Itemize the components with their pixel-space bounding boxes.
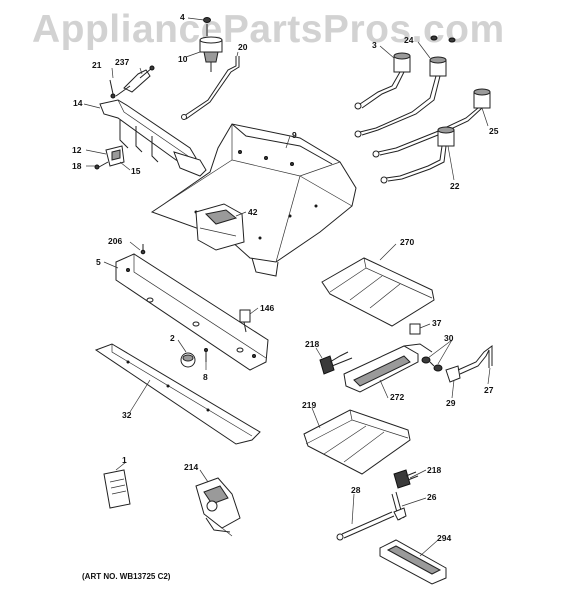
- callout-4: 4: [180, 12, 185, 22]
- callout-219: 219: [302, 400, 317, 410]
- part-4-screw: [203, 17, 211, 23]
- callout-12: 12: [72, 145, 82, 155]
- callout-272: 272: [390, 392, 405, 402]
- part-272-burner: [343, 343, 433, 393]
- watermark-logo: AppliancePartsPros.com: [32, 8, 505, 51]
- part-14-manifold: [99, 69, 207, 177]
- callout-37: 37: [432, 318, 442, 328]
- callout-1: 1: [122, 455, 127, 465]
- callout-30: 30: [444, 333, 454, 343]
- art-number: (ART NO. WB13725 C2): [82, 572, 171, 581]
- part-206-screw: [140, 244, 146, 255]
- part-237-fitting: [139, 65, 155, 79]
- callout-21: 21: [92, 60, 102, 70]
- part-1-literature: [103, 469, 131, 509]
- part-27-tube: [457, 345, 493, 375]
- callout-146: 146: [260, 303, 275, 313]
- callout-8: 8: [203, 372, 208, 382]
- part-270-panel: [321, 257, 435, 327]
- part-8-screw: [204, 348, 208, 362]
- part-29-orifice: [445, 365, 461, 383]
- callout-24: 24: [404, 35, 414, 45]
- callout-15: 15: [131, 166, 141, 176]
- callout-5: 5: [96, 257, 101, 267]
- part-5-panel: [115, 253, 269, 371]
- part-30-fittings: [421, 356, 443, 372]
- part-21-screw: [109, 79, 116, 99]
- part-219-shield: [303, 409, 411, 475]
- part-37-clip: [409, 323, 421, 335]
- part-22-valve: [380, 126, 455, 184]
- part-146-clip: [239, 309, 251, 333]
- callout-28: 28: [351, 485, 361, 495]
- callout-206: 206: [108, 236, 123, 246]
- part-20-tube: [181, 56, 240, 120]
- part-218-harness-upper: [319, 351, 353, 375]
- callout-25: 25: [489, 126, 499, 136]
- callout-3: 3: [372, 40, 377, 50]
- callout-29: 29: [446, 398, 456, 408]
- callout-9: 9: [292, 130, 297, 140]
- callout-14: 14: [73, 98, 83, 108]
- callout-10: 10: [178, 54, 188, 64]
- callout-214: 214: [184, 462, 199, 472]
- callout-294: 294: [437, 533, 452, 543]
- part-24-valve: [354, 35, 456, 138]
- part-10-valve: [199, 24, 223, 72]
- leader-lines: [83, 17, 491, 557]
- callout-218-lower: 218: [427, 465, 442, 475]
- callout-218-upper: 218: [305, 339, 320, 349]
- callout-18: 18: [72, 161, 82, 171]
- part-2-knob: [180, 352, 196, 368]
- part-18-screw: [94, 161, 109, 170]
- callout-27: 27: [484, 385, 494, 395]
- part-32-trim: [94, 343, 261, 445]
- callout-237: 237: [115, 57, 130, 67]
- part-3-valve: [354, 52, 411, 110]
- callout-32: 32: [122, 410, 132, 420]
- part-214-module: [195, 477, 241, 537]
- part-26-tube: [391, 491, 407, 521]
- callout-26: 26: [427, 492, 437, 502]
- part-42-door: [195, 203, 245, 251]
- callout-22: 22: [450, 181, 460, 191]
- callout-20: 20: [238, 42, 248, 52]
- callout-2: 2: [170, 333, 175, 343]
- part-25-valve: [372, 88, 491, 158]
- part-12-bracket: [105, 145, 125, 167]
- part-294-channel: [379, 539, 447, 585]
- callout-42: 42: [248, 207, 258, 217]
- part-28-tube: [336, 511, 395, 541]
- part-218-harness-lower: [393, 469, 419, 489]
- callout-270: 270: [400, 237, 415, 247]
